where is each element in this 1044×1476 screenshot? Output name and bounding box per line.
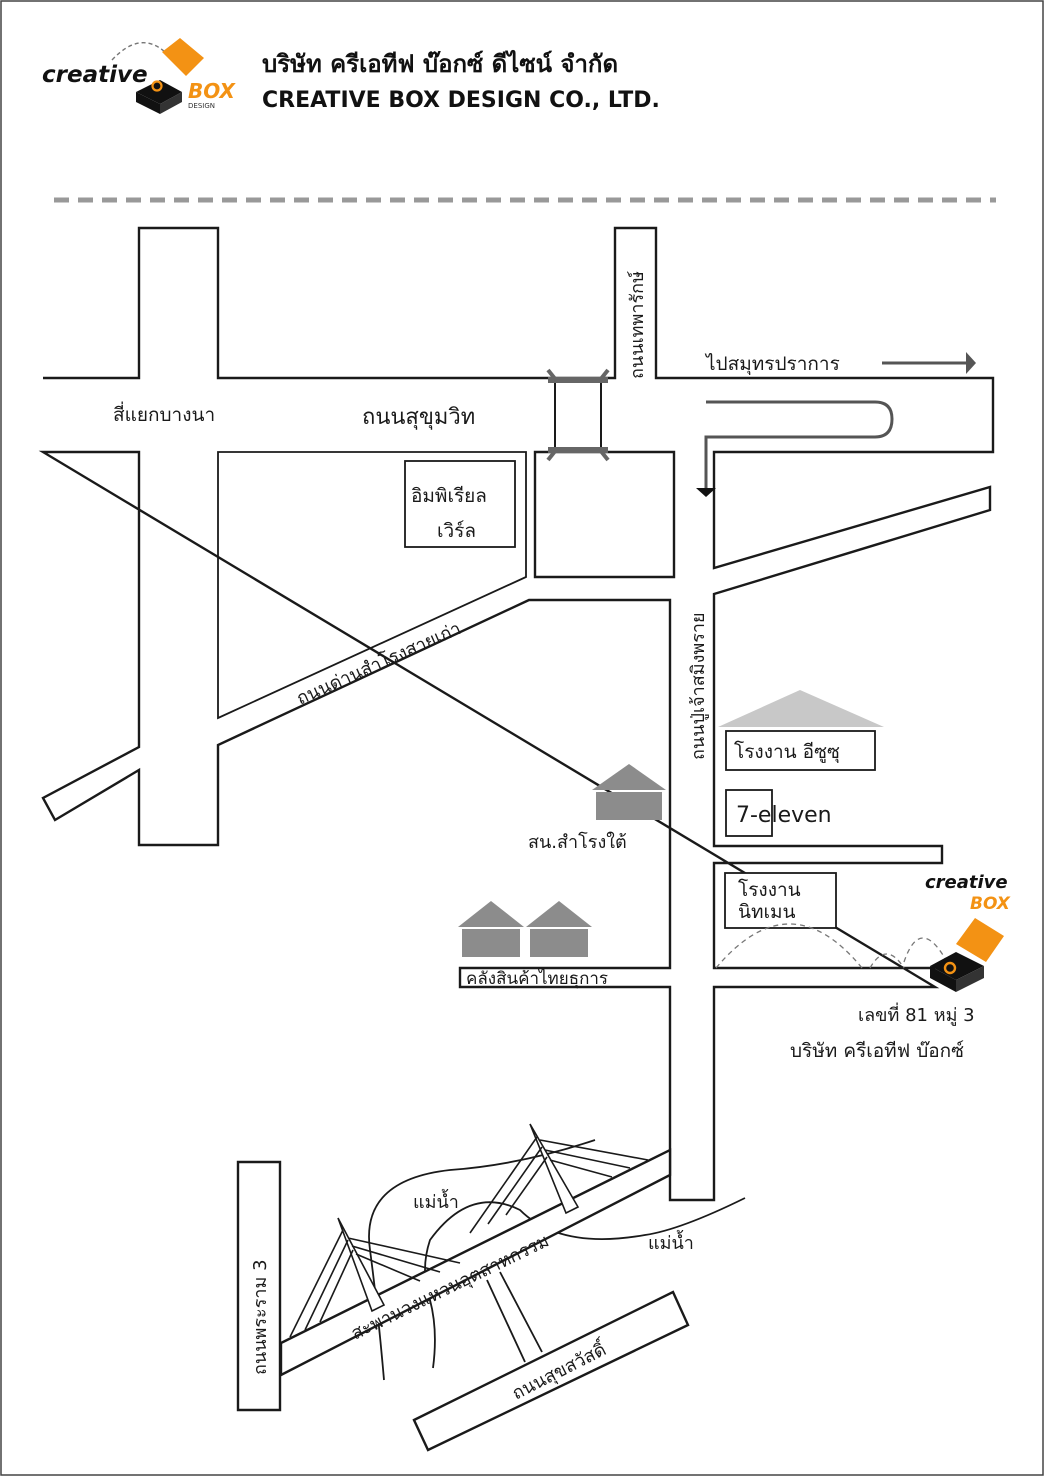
block-lower-right-of-junction <box>533 450 676 579</box>
label-thepharak: ถนนเทพารักษ์ <box>627 271 648 379</box>
label-address: เลขที่ 81 หมู่ 3 <box>858 1002 975 1026</box>
label-imperial-world-2: เวิร์ล <box>437 520 476 542</box>
dan-samrong-upper-edge <box>217 451 527 720</box>
warehouse-buildings <box>458 901 592 957</box>
company-name-english: CREATIVE BOX DESIGN CO., LTD. <box>262 88 660 113</box>
label-isuzu-factory: โรงงาน อีซูซุ <box>734 740 840 764</box>
label-nitmen-factory-2: นิทเมน <box>738 901 796 923</box>
label-bang-na: สี่แยกบางนา <box>113 401 215 426</box>
seven-eleven-box <box>725 789 773 837</box>
bridge-pylons-cables <box>289 1123 649 1338</box>
label-thai-goods-warehouse: คลังสินค้าไทยธุการ <box>466 968 608 989</box>
svg-text:DESIGN: DESIGN <box>188 102 215 110</box>
label-seven-eleven: 7-eleven <box>736 803 832 828</box>
company-logo: creative BOX DESIGN <box>42 38 237 114</box>
label-pu-chao: ถนนปู่เจ้าสมิงพราย <box>688 612 709 760</box>
label-to-samut-prakan: ไปสมุทรปราการ <box>704 353 840 376</box>
creative-box-marker <box>715 918 1004 992</box>
label-pracharam-3: ถนนพระราม 3 <box>250 1259 271 1375</box>
label-company-short: บริษัท ครีเอทีฟ บ๊อกซ์ <box>790 1040 964 1062</box>
label-river-2: แม่น้ำ <box>648 1230 694 1254</box>
imperial-world-box <box>404 460 516 548</box>
company-name-thai: บริษัท ครีเอทีฟ บ๊อกซ์ ดีไซน์ จำกัด <box>262 49 618 78</box>
marker-logo-box: BOX <box>970 894 1011 914</box>
suksawat-connector <box>486 1271 543 1363</box>
label-samrong-tai-office: สน.สำโรงใต้ <box>528 831 627 853</box>
svg-text:BOX: BOX <box>188 79 237 103</box>
svg-text:creative: creative <box>42 62 148 88</box>
u-turn-arrow <box>704 400 894 488</box>
label-imperial-world-1: อิมพิเรียล <box>411 485 487 507</box>
isuzu-factory-box <box>725 730 876 771</box>
label-river-1: แม่น้ำ <box>413 1189 459 1213</box>
road-pracharam-3 <box>236 1160 282 1412</box>
road-suksawat <box>412 1290 690 1452</box>
nitmen-factory-box <box>724 872 837 929</box>
police-station-building <box>592 764 666 820</box>
u-turn-arrow-head <box>696 488 716 497</box>
label-sukhumvit: ถนนสุขุมวิท <box>362 405 475 430</box>
direction-arrow-head <box>966 352 976 374</box>
label-nitmen-factory-1: โรงงาน <box>738 878 801 901</box>
marker-logo-word: creative <box>925 872 1008 893</box>
isuzu-factory-roof <box>718 690 884 727</box>
overpass-marker <box>546 368 610 462</box>
